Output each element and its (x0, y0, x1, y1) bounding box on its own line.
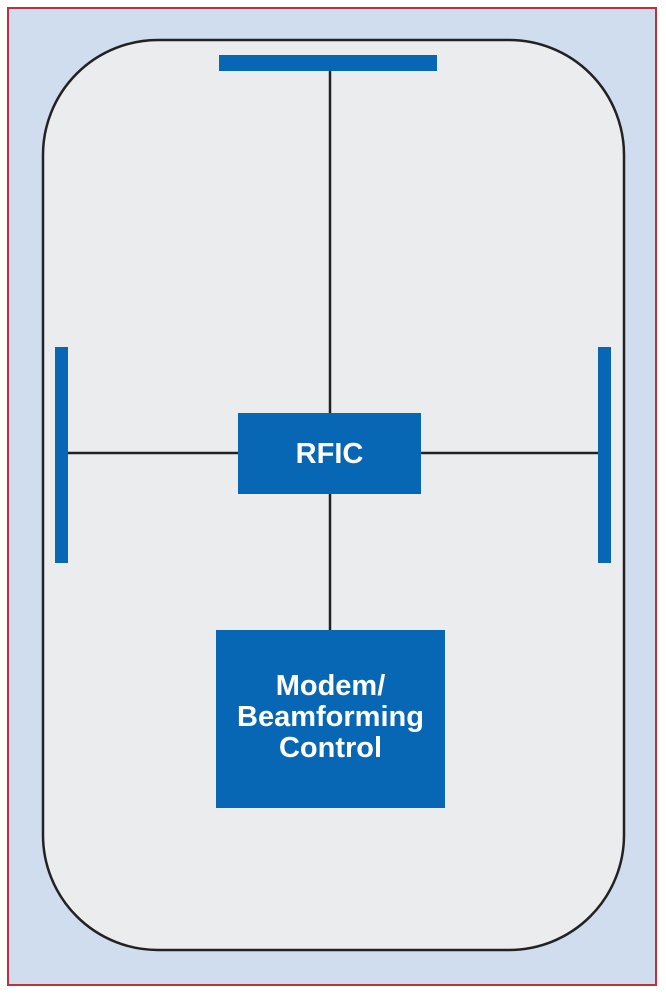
antenna-right (598, 347, 611, 563)
device-body (41, 38, 626, 952)
antenna-top (219, 55, 437, 71)
modem-label-line-2: Beamforming (237, 701, 424, 733)
rfic-block (238, 413, 421, 494)
antenna-left (55, 347, 68, 563)
rfic-label: RFIC (296, 438, 364, 470)
modem-label-line-1: Modem/ (276, 670, 386, 702)
modem-block (216, 630, 445, 808)
modem-label-line-3: Control (279, 732, 382, 764)
